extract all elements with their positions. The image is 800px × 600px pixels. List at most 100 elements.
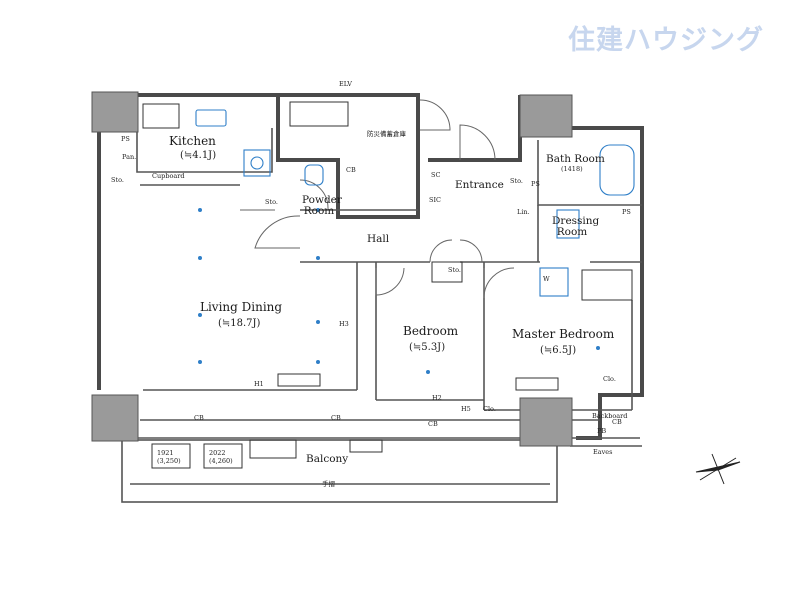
- elv-door: [419, 99, 451, 131]
- outdoor-unit-2: [203, 443, 243, 469]
- column-top-left: [91, 91, 139, 133]
- light-dot: [426, 370, 430, 374]
- column-top-right: [519, 94, 573, 138]
- sto-living-label: Sto.: [265, 198, 278, 206]
- h3-label: H3: [339, 320, 349, 328]
- balcony-outline: [96, 437, 642, 503]
- backboard-label: Backboard: [592, 412, 628, 420]
- outdoor-unit-2-label: 2022 (4,260): [209, 449, 233, 465]
- light-dot: [316, 256, 320, 260]
- sto-hall-label: Sto.: [448, 266, 461, 274]
- compass-needle: [695, 461, 741, 473]
- cb5-label: CB: [612, 418, 622, 426]
- ps-kitchen-label: PS: [121, 135, 130, 143]
- ps-entrance-label: PS: [531, 180, 540, 188]
- living-dining-label: Living Dining: [200, 300, 283, 314]
- washer-icon: [539, 267, 569, 297]
- dark-fixtures: [142, 101, 633, 469]
- master-ac-icon: [515, 377, 559, 391]
- bedroom-door: [375, 267, 405, 296]
- stove-icon: [243, 149, 271, 177]
- lin-label: Lin.: [517, 208, 530, 216]
- powder-door: [299, 179, 329, 209]
- light-dot: [596, 346, 600, 350]
- sto-kitchen-label: Sto.: [111, 176, 124, 184]
- master-bedroom-label: Master Bedroom: [512, 327, 615, 341]
- kitchen-sink-icon: [195, 109, 227, 127]
- columns: [91, 91, 573, 447]
- dressing-room-label: Dressing Room: [552, 215, 600, 238]
- light-dot: [316, 320, 320, 324]
- entrance-label: Entrance: [455, 179, 504, 191]
- light-dot: [198, 313, 202, 317]
- toilet-icon: [304, 164, 324, 186]
- cupboard-label: Cupboard: [152, 172, 185, 180]
- outdoor-unit-1-label: 1921 (3,250): [157, 449, 181, 465]
- north-compass-icon: [695, 453, 741, 485]
- column-bottom-left: [91, 394, 139, 442]
- clo-master-label: Clo.: [603, 375, 616, 383]
- balcony-rail: [121, 439, 558, 503]
- bathtub-icon: [599, 144, 635, 196]
- burner-icon: [250, 156, 264, 170]
- kitchen-area: (≒4.1J): [180, 150, 217, 161]
- column-bottom-right: [519, 397, 573, 447]
- sto-entrance-label: Sto.: [510, 177, 523, 185]
- light-dot: [316, 208, 320, 212]
- sic-label: SIC: [429, 196, 441, 204]
- bath-room-label: Bath Room: [546, 153, 605, 165]
- ceiling-lights: [198, 208, 600, 374]
- bedroom-area: (≒5.3J): [409, 342, 446, 353]
- powder-room-label: Powder Room: [302, 194, 342, 217]
- brand-logo: 住建ハウジング: [568, 25, 764, 56]
- bath-wall: [537, 140, 642, 206]
- balcony-box-1: [249, 439, 297, 459]
- pantry-shelf-icon: [142, 103, 180, 129]
- balcony-label: Balcony: [306, 453, 349, 465]
- clo-bed-label: Clo.: [483, 405, 496, 413]
- cb4-label: CB: [346, 166, 356, 174]
- cb1-label: CB: [194, 414, 204, 422]
- balcony-box-2: [349, 439, 383, 453]
- fence-label: 手摺: [322, 480, 335, 488]
- living-dining-area: (≒18.7J): [218, 318, 261, 329]
- w-label: W: [543, 275, 550, 283]
- kitchen-label: Kitchen: [169, 134, 216, 148]
- cb2-label: CB: [331, 414, 341, 422]
- eaves-label: Eaves: [593, 448, 613, 456]
- fixtures: [195, 109, 635, 297]
- compass-cross: [699, 453, 737, 485]
- bedroom-label: Bedroom: [403, 324, 459, 338]
- bath-room-size: (1418): [561, 165, 583, 173]
- sto-hall-door-r: [459, 239, 483, 263]
- cb3-label: CB: [428, 420, 438, 428]
- emergency-storage-label: 防災備蓄倉庫: [367, 130, 406, 138]
- h1-label: H1: [254, 380, 264, 388]
- vanity-icon: [556, 209, 580, 239]
- outer-wall-top-mid: [276, 93, 420, 219]
- ps-bath-label: PS: [622, 208, 631, 216]
- elv-label: ELV: [339, 80, 352, 88]
- outdoor-unit-1: [151, 443, 191, 469]
- pb-label: PB: [597, 427, 607, 435]
- entrance-door: [459, 124, 496, 161]
- sto-hall-door-l: [429, 239, 453, 263]
- h5-label: H5: [461, 405, 471, 413]
- kitchen-partition: [136, 128, 273, 173]
- clo-master-box: [581, 269, 633, 301]
- doors: [240, 99, 515, 299]
- light-dot: [198, 208, 202, 212]
- light-dot: [316, 360, 320, 364]
- light-dot: [198, 360, 202, 364]
- master-bedroom-area: (≒6.5J): [540, 345, 577, 356]
- light-dot: [198, 256, 202, 260]
- h2-label: H2: [432, 394, 442, 402]
- living-ac-icon: [277, 373, 321, 387]
- elv-storage-box: [289, 101, 349, 127]
- master-door: [483, 267, 515, 299]
- hall-label: Hall: [367, 233, 390, 245]
- sc-label: SC: [431, 171, 441, 179]
- sto-hall-box: [431, 261, 463, 283]
- living-door: [254, 215, 301, 249]
